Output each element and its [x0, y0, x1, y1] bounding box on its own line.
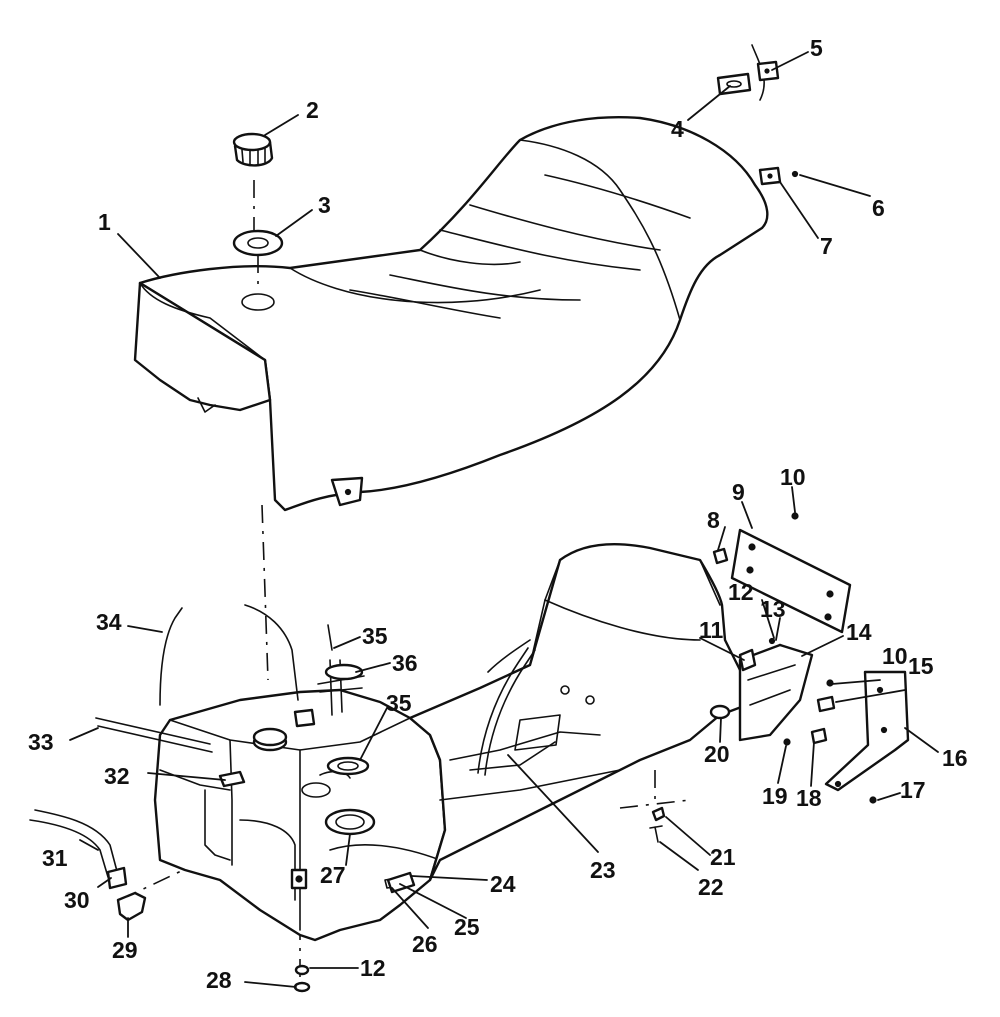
- screw-12a: [768, 637, 776, 645]
- bolt-centerline: [619, 770, 691, 809]
- screw-10b: [826, 679, 834, 687]
- callout-12b: 12: [360, 955, 386, 981]
- cable-23: [484, 649, 536, 776]
- fuel-line-31: [34, 809, 119, 876]
- callout-23: 23: [590, 857, 616, 883]
- hose-clamp-30: [106, 866, 128, 890]
- callout-9: 9: [732, 479, 745, 505]
- callout-18: 18: [796, 785, 822, 811]
- screw-10a: [791, 512, 799, 520]
- leader-lines: [69, 51, 939, 988]
- callout-32: 32: [104, 763, 130, 789]
- callout-30: 30: [64, 887, 90, 913]
- callout-34: 34: [96, 609, 122, 635]
- callout-13: 13: [760, 596, 786, 622]
- mounting-plate: [824, 670, 910, 792]
- callout-11: 11: [699, 617, 724, 643]
- callout-labels: 1 2 3 4 5 6 7 8 9 10 10 11 12 12 13 14 1…: [28, 35, 968, 993]
- callout-24: 24: [490, 871, 516, 897]
- callout-8: 8: [707, 507, 720, 533]
- washer-12b: [294, 964, 310, 976]
- callout-27: 27: [320, 862, 346, 888]
- callout-10a: 10: [780, 464, 806, 490]
- vent-hose-33: [95, 717, 213, 753]
- callout-12a: 12: [728, 579, 754, 605]
- callout-3: 3: [318, 192, 331, 218]
- callout-25: 25: [454, 914, 480, 940]
- fuel-cap: [232, 132, 274, 167]
- rear-bracket-parts: [716, 44, 799, 186]
- bulb-15: [816, 695, 836, 713]
- callout-19: 19: [762, 783, 788, 809]
- screw-19: [783, 738, 791, 746]
- fuel-line-31-inner: [29, 819, 109, 878]
- callout-4: 4: [671, 116, 684, 142]
- callout-14: 14: [846, 619, 872, 645]
- tail-light-housing: [738, 643, 814, 742]
- callout-33: 33: [28, 729, 54, 755]
- callout-21: 21: [710, 844, 736, 870]
- callout-31: 31: [42, 845, 68, 871]
- nut-28: [293, 981, 311, 993]
- callout-28: 28: [206, 967, 232, 993]
- callout-2: 2: [306, 97, 319, 123]
- bolt-22: [649, 825, 663, 843]
- callout-7: 7: [820, 233, 833, 259]
- fuel-tank: [153, 688, 447, 942]
- grommet-20: [709, 704, 731, 720]
- chassis-frame: [408, 543, 802, 882]
- callout-1: 1: [98, 209, 111, 235]
- callout-17: 17: [900, 777, 926, 803]
- fuel-pickup: [317, 624, 365, 716]
- callout-15: 15: [908, 653, 934, 679]
- seat-assembly: [133, 115, 769, 512]
- cap-gasket: [232, 229, 284, 257]
- nut-8: [712, 547, 729, 565]
- callout-26: 26: [412, 931, 438, 957]
- washer-21: [651, 806, 666, 822]
- callout-5: 5: [810, 35, 823, 61]
- vent-line-34: [159, 607, 183, 706]
- fitting-24: [386, 871, 416, 894]
- callout-22: 22: [698, 874, 724, 900]
- callout-20: 20: [704, 741, 730, 767]
- license-plate-bracket: [730, 528, 852, 634]
- spacer-18: [810, 727, 828, 745]
- callout-6: 6: [872, 195, 885, 221]
- callout-35b: 35: [386, 690, 412, 716]
- callout-36: 36: [392, 650, 418, 676]
- callout-16: 16: [942, 745, 968, 771]
- overflow-line: [244, 604, 299, 701]
- callout-29: 29: [112, 937, 138, 963]
- callout-10b: 10: [882, 643, 908, 669]
- alignment-centerline: [253, 180, 301, 980]
- cable-23-outer: [477, 647, 529, 774]
- callout-35a: 35: [362, 623, 388, 649]
- bolt-17: [869, 796, 877, 804]
- elbow-fitting-29: [116, 891, 147, 922]
